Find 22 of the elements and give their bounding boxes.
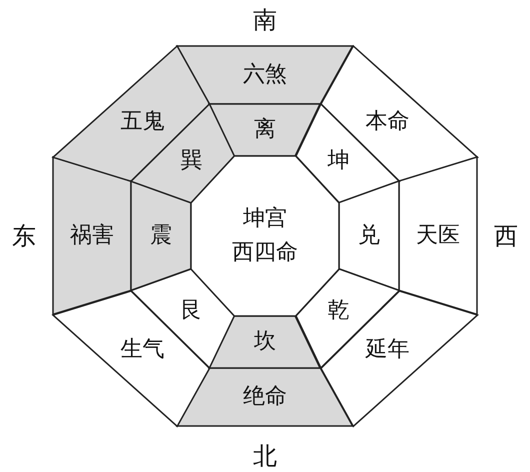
segment-label: 延年: [365, 336, 410, 364]
segment-label: 艮: [180, 298, 202, 324]
segment-label: 坤: [328, 148, 350, 174]
segment-label: 巽: [180, 148, 202, 174]
segment-label: 兑: [358, 222, 380, 250]
segment-label: 绝命: [242, 384, 287, 410]
direction-label: 北: [253, 441, 277, 472]
direction-label: 南: [253, 5, 277, 36]
direction-label: 东: [12, 221, 36, 252]
segment-label: 本命: [365, 108, 410, 136]
direction-label: 西: [494, 221, 518, 252]
palace-subtitle: 西四命: [232, 240, 298, 266]
segment-label: 离: [254, 116, 276, 144]
segment-label: 乾: [328, 298, 350, 324]
segment-label: 坎: [254, 328, 276, 356]
segment-label: 震: [150, 222, 172, 250]
segment-label: 六煞: [242, 62, 287, 88]
segment-label: 生气: [120, 336, 165, 364]
segment-label: 祸害: [70, 222, 114, 250]
segment-label: 五鬼: [120, 108, 165, 136]
palace-title: 坤宫: [243, 206, 287, 232]
segment-label: 天医: [416, 222, 460, 250]
